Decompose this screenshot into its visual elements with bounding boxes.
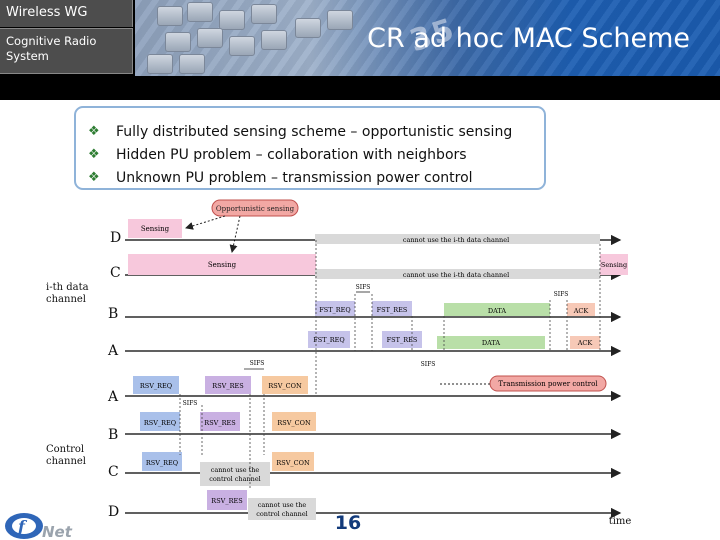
topic-tag-line2: System — [6, 49, 49, 63]
rsv-res-label: RSV_RES — [204, 419, 235, 427]
fnet-logo: f Net — [2, 506, 112, 540]
header-keyboard-photo: 35 — [135, 0, 720, 76]
node-label-b: B — [108, 306, 118, 322]
sifs-label: SIFS — [250, 360, 265, 367]
data-channel-label: i-th data — [46, 282, 89, 293]
rsv-req-label: RSV_REQ — [144, 419, 176, 427]
cannot-use-control-label: cannot use the — [211, 466, 260, 474]
sensing-block-c-right — [600, 254, 628, 275]
bullet-item: ❖ Unknown PU problem – transmission powe… — [88, 166, 544, 189]
rsv-req-label: RSV_REQ — [140, 382, 172, 390]
rsv-con-block-a — [262, 376, 308, 394]
sensing-block-d — [128, 219, 182, 238]
ack-label: ACK — [573, 307, 589, 315]
cannot-use-label: cannot use the i-th data channel — [403, 236, 509, 244]
fst-req-block-a — [308, 331, 350, 348]
sensing-block-c — [128, 254, 316, 275]
rsv-req-block-b — [140, 412, 180, 431]
node-label-a: A — [107, 343, 119, 359]
fst-req-block-b — [315, 301, 355, 316]
cannot-use-control-block-d — [248, 498, 316, 520]
sifs-label: SIFS — [356, 284, 371, 291]
data-channel-label: channel — [46, 294, 86, 305]
slide-header: 35 Wireless WG Cognitive Radio System CR… — [0, 0, 720, 100]
bullet-box: ❖ Fully distributed sensing scheme – opp… — [74, 106, 546, 190]
rsv-res-label: RSV_RES — [211, 497, 242, 505]
ack-block-b — [567, 303, 595, 316]
sensing-label: Sensing — [601, 261, 627, 269]
data-block-a — [437, 336, 545, 349]
bullet-item: ❖ Fully distributed sensing scheme – opp… — [88, 120, 544, 143]
control-channel-label: channel — [46, 456, 86, 467]
ack-block-a — [570, 336, 600, 349]
fst-res-block-b — [372, 301, 412, 316]
diamond-bullet-icon: ❖ — [88, 170, 100, 185]
rsv-con-block-b — [272, 412, 316, 431]
opportunistic-sensing-callout — [211, 199, 299, 217]
sifs-label: SIFS — [421, 361, 436, 368]
page-number: 16 — [334, 512, 362, 534]
tx-power-control-label: Transmission power control — [498, 380, 598, 388]
cannot-use-control-label: control channel — [256, 510, 308, 518]
workgroup-tag: Wireless WG — [0, 0, 133, 27]
sensing-label: Sensing — [208, 261, 237, 269]
control-channel-label: Control — [46, 444, 84, 455]
data-block-b — [444, 303, 550, 316]
timing-guides — [179, 240, 601, 490]
fst-req-label: FST_REQ — [319, 306, 351, 314]
topic-tag: Cognitive Radio System — [0, 28, 133, 74]
sifs-label: SIFS — [554, 291, 569, 298]
cannot-use-block-c — [315, 269, 600, 279]
cannot-use-control-label: cannot use the — [258, 501, 307, 509]
topic-tag-line1: Cognitive Radio — [6, 34, 97, 48]
node-label-b-ctrl: B — [108, 427, 118, 443]
slide-title: CR ad hoc MAC Scheme — [367, 23, 690, 54]
fst-req-label: FST_REQ — [313, 336, 345, 344]
cannot-use-label: cannot use the i-th data channel — [403, 271, 509, 279]
fst-res-label: FST_RES — [387, 336, 418, 344]
rsv-res-block-a — [205, 376, 251, 394]
rsv-con-block-c — [272, 452, 314, 471]
diamond-bullet-icon: ❖ — [88, 147, 100, 162]
bullet-item: ❖ Hidden PU problem – collaboration with… — [88, 143, 544, 166]
sifs-label: SIFS — [183, 400, 198, 407]
logo-text: Net — [42, 523, 73, 540]
rsv-con-label: RSV_CON — [268, 382, 302, 390]
mac-timing-diagram: Opportunistic sensing D Sensing cannot u… — [46, 199, 632, 527]
svg-text:f: f — [17, 517, 28, 536]
rsv-req-block-a — [133, 376, 179, 394]
cannot-use-block-d — [315, 234, 600, 244]
data-label: DATA — [482, 339, 501, 347]
bullet-text: Hidden PU problem – collaboration with n… — [116, 146, 467, 163]
time-axis-label: time — [609, 516, 632, 527]
fst-res-block-a — [382, 331, 422, 348]
fst-res-label: FST_RES — [377, 306, 408, 314]
node-label-c: C — [110, 265, 121, 281]
rsv-req-block-c — [142, 452, 182, 471]
rsv-con-label: RSV_CON — [277, 419, 311, 427]
cannot-use-control-label: control channel — [209, 475, 261, 483]
rsv-res-label: RSV_RES — [212, 382, 243, 390]
data-label: DATA — [488, 307, 507, 315]
ack-label: ACK — [577, 339, 593, 347]
node-label-a-ctrl: A — [107, 389, 119, 405]
sensing-label: Sensing — [141, 225, 170, 233]
rsv-req-label: RSV_REQ — [146, 459, 178, 467]
diamond-bullet-icon: ❖ — [88, 124, 100, 139]
cannot-use-control-block-c — [200, 462, 270, 486]
node-label-d-ctrl: D — [108, 504, 119, 520]
opportunistic-sensing-label: Opportunistic sensing — [216, 205, 295, 213]
node-label-d: D — [110, 230, 121, 246]
rsv-res-block-b — [200, 412, 240, 431]
bullet-text: Unknown PU problem – transmission power … — [116, 169, 473, 186]
rsv-con-label: RSV_CON — [276, 459, 310, 467]
rsv-res-block-d — [207, 490, 247, 510]
bullet-text: Fully distributed sensing scheme – oppor… — [116, 123, 513, 140]
node-label-c-ctrl: C — [108, 464, 119, 480]
